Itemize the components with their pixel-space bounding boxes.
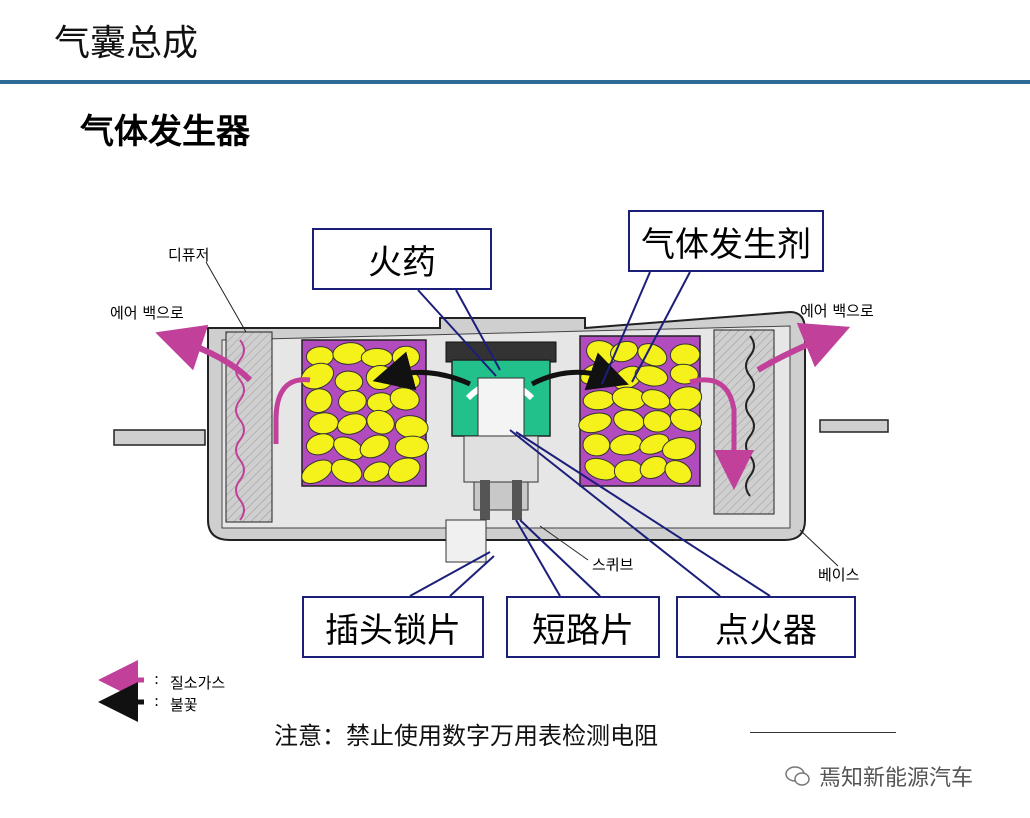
propellant-pellet xyxy=(661,437,697,461)
gas-arrows xyxy=(155,322,851,490)
igniter-assembly xyxy=(445,341,557,563)
label-squib: 스퀴브 xyxy=(592,556,634,574)
legend-sep-1: : xyxy=(154,670,160,688)
legend-swatches xyxy=(98,660,144,722)
propellant-pellet xyxy=(337,413,367,435)
propellant-pellet xyxy=(639,433,670,455)
callout-igniter: 点火器 xyxy=(676,596,856,658)
watermark: 焉知新能源汽车 xyxy=(785,760,973,792)
propellant-pellet xyxy=(305,388,333,414)
propellant-pellet xyxy=(330,458,363,484)
propellant-pellet xyxy=(391,345,420,369)
propellant-pellet xyxy=(366,409,395,435)
legend-flame: 불꽃 xyxy=(170,696,198,714)
propellant-pellet xyxy=(305,433,335,456)
diffuser-left xyxy=(225,331,273,523)
propellant-pellet xyxy=(642,410,672,433)
watermark-text: 焉知新能源汽车 xyxy=(819,766,974,791)
callout-leaders xyxy=(409,271,771,597)
flame-arrows xyxy=(372,351,629,391)
propellant-pellet xyxy=(639,455,668,480)
propellant-pellet xyxy=(669,363,699,385)
wechat-icon xyxy=(785,766,810,786)
propellant-pellet xyxy=(359,434,390,459)
propellant-pellet xyxy=(578,412,612,434)
title-divider xyxy=(0,80,1030,84)
callout-connector-lock: 插头锁片 xyxy=(302,596,484,658)
propellant-pellet xyxy=(637,343,668,367)
propellant-pellet xyxy=(300,362,335,390)
propellant-pellet xyxy=(669,408,702,432)
propellant-pellet xyxy=(338,390,367,413)
label-diffuser: 디퓨저 xyxy=(168,246,210,264)
warning-note: 注意：禁止使用数字万用表检测电阻 xyxy=(274,722,658,750)
propellant-pellet xyxy=(301,459,333,485)
label-to-airbag-left: 에어 백으로 xyxy=(110,304,184,322)
propellant-pellet xyxy=(669,343,701,367)
propellant-pellet xyxy=(394,435,429,459)
callout-shorting-clip: 短路片 xyxy=(506,596,660,658)
label-leaders xyxy=(205,261,839,567)
propellant-pellet xyxy=(634,365,669,387)
diffuser-right xyxy=(713,329,775,515)
propellant-pellet xyxy=(360,348,393,368)
propellant-pellet xyxy=(664,460,693,485)
label-base: 베이스 xyxy=(818,566,860,584)
propellant-pellet xyxy=(387,457,421,483)
slide-subtitle: 气体发生器 xyxy=(80,112,250,152)
label-to-airbag-right: 에어 백으로 xyxy=(800,302,874,320)
legend-sep-2: : xyxy=(154,692,160,710)
propellant-pellet xyxy=(363,461,390,483)
legend-nitrogen-gas: 질소가스 xyxy=(170,674,226,692)
callout-gunpowder: 火药 xyxy=(312,228,492,290)
housing-flange xyxy=(113,419,889,446)
note-rule xyxy=(750,732,896,733)
slide-title: 气囊总成 xyxy=(54,23,199,64)
callout-gas-generant: 气体发生剂 xyxy=(628,210,824,272)
right-pellets xyxy=(578,340,703,485)
